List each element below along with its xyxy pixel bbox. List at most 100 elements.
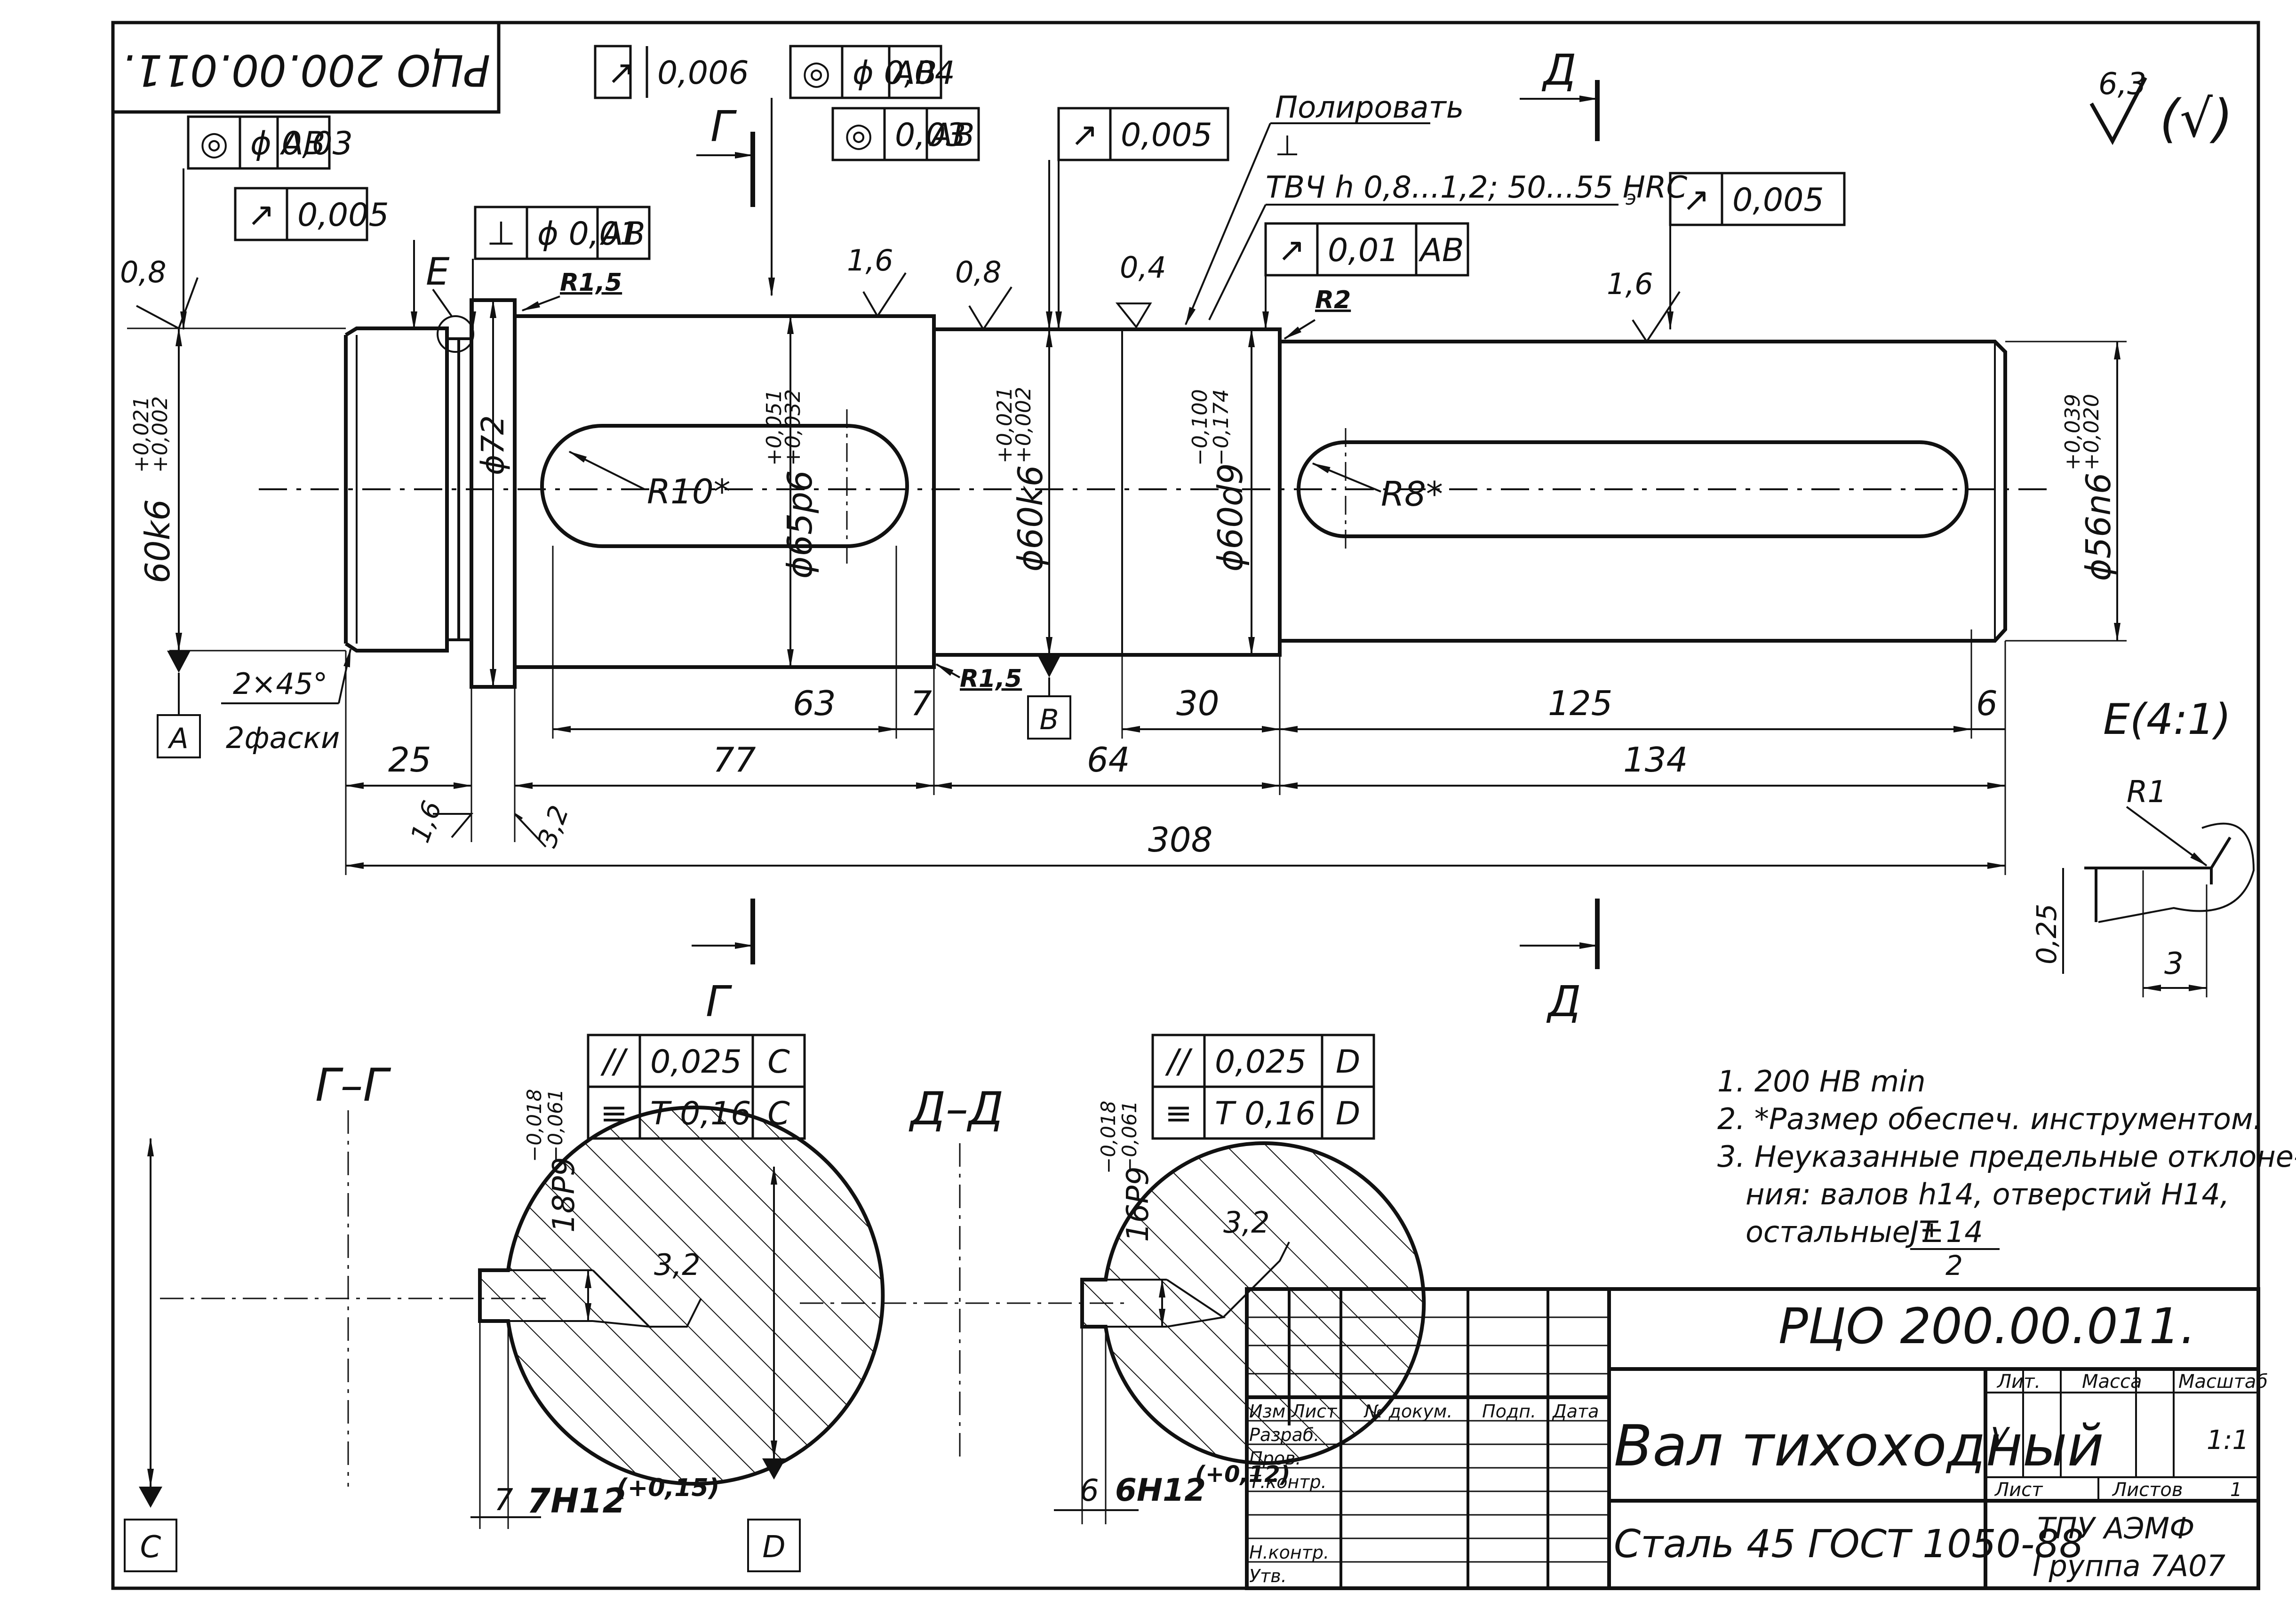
svg-text:Листов: Листов <box>2112 1479 2183 1501</box>
svg-text:D: D <box>762 1530 785 1565</box>
perpendicularity-icon: ⊥ <box>487 214 516 253</box>
svg-text:0,8: 0,8 <box>120 255 167 289</box>
svg-text:Масса: Масса <box>2082 1371 2142 1393</box>
datum-a: А <box>157 651 201 758</box>
svg-text:С: С <box>140 1530 161 1565</box>
svg-text:(+0,12): (+0,12) <box>1195 1461 1291 1488</box>
svg-text:Подп.: Подп. <box>1482 1401 1536 1422</box>
svg-text:3,2: 3,2 <box>1223 1205 1270 1240</box>
concentricity-icon: ◎ <box>844 115 873 154</box>
note-2: 2. *Размер обеспеч. инструментом. <box>1717 1102 2262 1136</box>
outer-frame <box>111 21 2260 1590</box>
tolerance-datum: D <box>1336 1095 1360 1132</box>
title-designation: РЦО 200.00.011. <box>1778 1298 2196 1355</box>
svg-text:3,2: 3,2 <box>532 802 575 852</box>
section-g-shape <box>478 1106 885 1486</box>
svg-text:6: 6 <box>1976 684 1998 723</box>
dia-mid-65: ϕ65p6 <box>780 470 820 579</box>
hardening-note: ТВЧ h 0,8...1,2; 50...55 HRC <box>1266 170 1687 205</box>
tolerance-value: 0,005 <box>1121 117 1212 154</box>
dia-collar: ϕ72 <box>475 415 511 475</box>
detail-e-circle <box>437 315 474 353</box>
concentricity-icon: ◎ <box>802 53 830 92</box>
svg-text:7: 7 <box>494 1483 513 1518</box>
tolerance-value: 0,005 <box>1732 182 1824 219</box>
dia-left-journal: 60k6 <box>138 499 177 583</box>
runout-icon: ↗ <box>1071 115 1099 154</box>
length-dimensions: 63 7 30 125 6 25 77 64 134 308 <box>345 546 2006 875</box>
runout-icon: ↗ <box>607 53 635 92</box>
section-d-title: Д–Д <box>909 1083 1004 1135</box>
tolerance-datum: АВ <box>1418 232 1464 269</box>
svg-text:3: 3 <box>2164 947 2184 981</box>
runout-frame-005-left: ↗0,005 <box>234 187 417 330</box>
svg-text:Лист: Лист <box>1994 1479 2043 1501</box>
tolerance-value: ϕ 0,04 <box>853 55 955 92</box>
svg-text:63: 63 <box>793 684 836 723</box>
concentricity-icon: ◎ <box>199 124 228 162</box>
tolerance-value: 0,03 <box>895 117 966 154</box>
svg-text:0,8: 0,8 <box>955 255 1002 289</box>
svg-text:77: 77 <box>713 740 756 780</box>
svg-text:Г: Г <box>710 102 737 151</box>
svg-text:У: У <box>1990 1422 2010 1457</box>
title-part-name: Вал тихоходный <box>1614 1414 2104 1479</box>
tolerance-value: 0,025 <box>650 1043 742 1081</box>
tolerance-value: 0,01 <box>1328 232 1399 269</box>
note-3a: 3. Неуказанные предельные отклоне- <box>1717 1139 2296 1174</box>
datum-b: В <box>1027 655 1071 740</box>
svg-text:30: 30 <box>1176 684 1220 723</box>
detail-e-label: Е <box>426 250 450 294</box>
svg-text:7H12: 7H12 <box>527 1481 626 1520</box>
svg-text:−0,061: −0,061 <box>544 1089 567 1162</box>
svg-text:6H12: 6H12 <box>1115 1472 1206 1508</box>
rotated-code-stamp: РЦО 200.00.011. <box>111 21 501 114</box>
tolerance-value: 0,006 <box>657 55 749 92</box>
note-1: 1. 200 HB min <box>1717 1064 1926 1099</box>
svg-text:64: 64 <box>1087 740 1130 780</box>
svg-text:В: В <box>1039 703 1059 736</box>
svg-text:Изм: Изм <box>1249 1401 1285 1422</box>
svg-text:1,6: 1,6 <box>1607 267 1653 301</box>
diameter-dimensions: 60k6 +0,021 +0,002 ϕ72 ϕ65p6 +0,051 +0,0… <box>127 299 2127 688</box>
dia-mid-60d9: ϕ60d9 <box>1211 463 1250 572</box>
svg-text:Д: Д <box>1541 46 1576 95</box>
runout-icon: ↗ <box>247 195 275 234</box>
svg-text:+0,002: +0,002 <box>1012 387 1036 463</box>
svg-text:−0,018: −0,018 <box>523 1089 546 1162</box>
runout-frame-005-mid: ↗ 0,005 <box>1055 107 1229 330</box>
parallel-frame-g: // 0,025 С <box>587 1034 806 1088</box>
svg-text:Н.контр.: Н.контр. <box>1249 1542 1329 1563</box>
svg-text:⊥: ⊥ <box>1275 129 1299 162</box>
r15-bottom-label: R1,5 <box>960 665 1022 693</box>
svg-text:3,2: 3,2 <box>654 1248 701 1282</box>
svg-text:Т.контр.: Т.контр. <box>1249 1472 1327 1492</box>
detail-e-title: Е(4:1) <box>2103 695 2231 744</box>
parallelism-icon: // <box>1164 1042 1193 1081</box>
svg-text:+0,032: +0,032 <box>781 389 805 466</box>
chamfer-note: 2фаски <box>226 721 340 755</box>
svg-text:Дата: Дата <box>1552 1401 1599 1422</box>
tolerance-value: 0,025 <box>1215 1043 1307 1081</box>
svg-text:Масштаб: Масштаб <box>2178 1371 2268 1393</box>
svg-text:134: 134 <box>1623 740 1688 780</box>
title-material: Сталь 45 ГОСТ 1050-88 <box>1614 1522 2084 1567</box>
svg-text:25: 25 <box>388 740 431 780</box>
svg-text:6,3: 6,3 <box>2098 67 2146 102</box>
svg-text:18P9: 18P9 <box>547 1157 582 1233</box>
parallelism-icon: // <box>600 1042 628 1081</box>
r8-label: R8* <box>1381 474 1443 514</box>
total-runout-icon: ↗ <box>1278 231 1306 269</box>
svg-text:125: 125 <box>1548 684 1612 723</box>
svg-text:0,4: 0,4 <box>1120 250 1166 285</box>
tolerance-datum: С <box>767 1043 790 1081</box>
svg-text:+0,021: +0,021 <box>993 387 1017 463</box>
svg-text:+0,051: +0,051 <box>762 389 786 466</box>
tolerance-datum: АВ <box>279 125 325 162</box>
